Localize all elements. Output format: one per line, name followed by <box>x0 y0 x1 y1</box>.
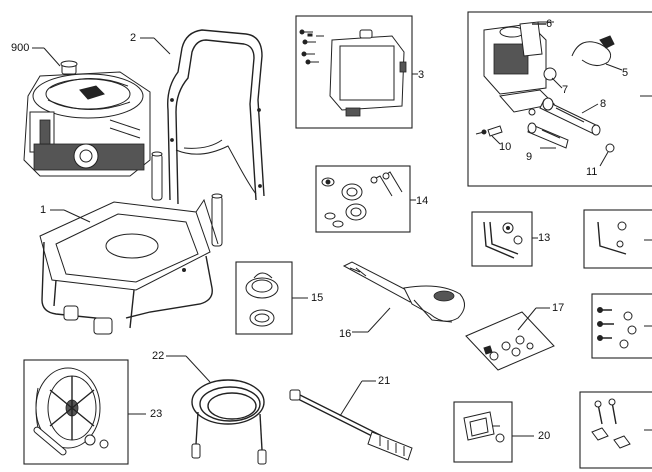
control-panel-illustration <box>299 29 407 117</box>
bolt-kit-13-illustration <box>483 221 523 259</box>
callout-14: 14 <box>416 195 428 207</box>
bracket-illustration <box>463 411 505 443</box>
handle-illustration <box>167 29 265 205</box>
parts-bag-illustration <box>465 311 555 371</box>
spray-gun-illustration <box>342 261 465 323</box>
box-part-right-c <box>579 391 652 469</box>
callout-20: 20 <box>538 430 550 442</box>
bolt-kit-right-a-illustration <box>597 221 627 255</box>
callout-23: 23 <box>150 408 162 420</box>
engine-illustration <box>23 60 151 177</box>
callout-900: 900 <box>11 42 29 54</box>
callout-15: 15 <box>311 292 323 304</box>
box-part-13 <box>471 211 533 267</box>
callout-8: 8 <box>600 98 606 110</box>
callout-3: 3 <box>418 69 424 81</box>
callout-10: 10 <box>499 141 511 153</box>
callout-6: 6 <box>546 18 552 30</box>
bolt-kit-right-c-illustration <box>591 398 631 449</box>
callout-11: 11 <box>586 166 597 178</box>
box-part-14 <box>315 165 411 233</box>
callout-22: 22 <box>152 350 164 362</box>
spray-wand-illustration <box>289 389 413 461</box>
callout-17: 17 <box>552 302 564 314</box>
axle-hardware-illustration <box>321 171 403 228</box>
wheel-illustration <box>33 367 109 456</box>
bolt-kit-right-b-illustration <box>597 307 637 349</box>
callout-5: 5 <box>622 67 628 79</box>
callout-1: 1 <box>40 204 46 216</box>
callout-21: 21 <box>378 375 390 387</box>
pump-illustration <box>475 21 615 153</box>
frame-illustration <box>39 151 223 335</box>
callout-7: 7 <box>562 84 568 96</box>
callout-13: 13 <box>538 232 550 244</box>
callout-2: 2 <box>130 32 136 44</box>
hose-illustration <box>191 379 267 465</box>
seal-kit-illustration <box>245 272 279 327</box>
box-part-right-a <box>583 209 652 269</box>
callout-16: 16 <box>339 328 351 340</box>
callout-9: 9 <box>526 151 532 163</box>
